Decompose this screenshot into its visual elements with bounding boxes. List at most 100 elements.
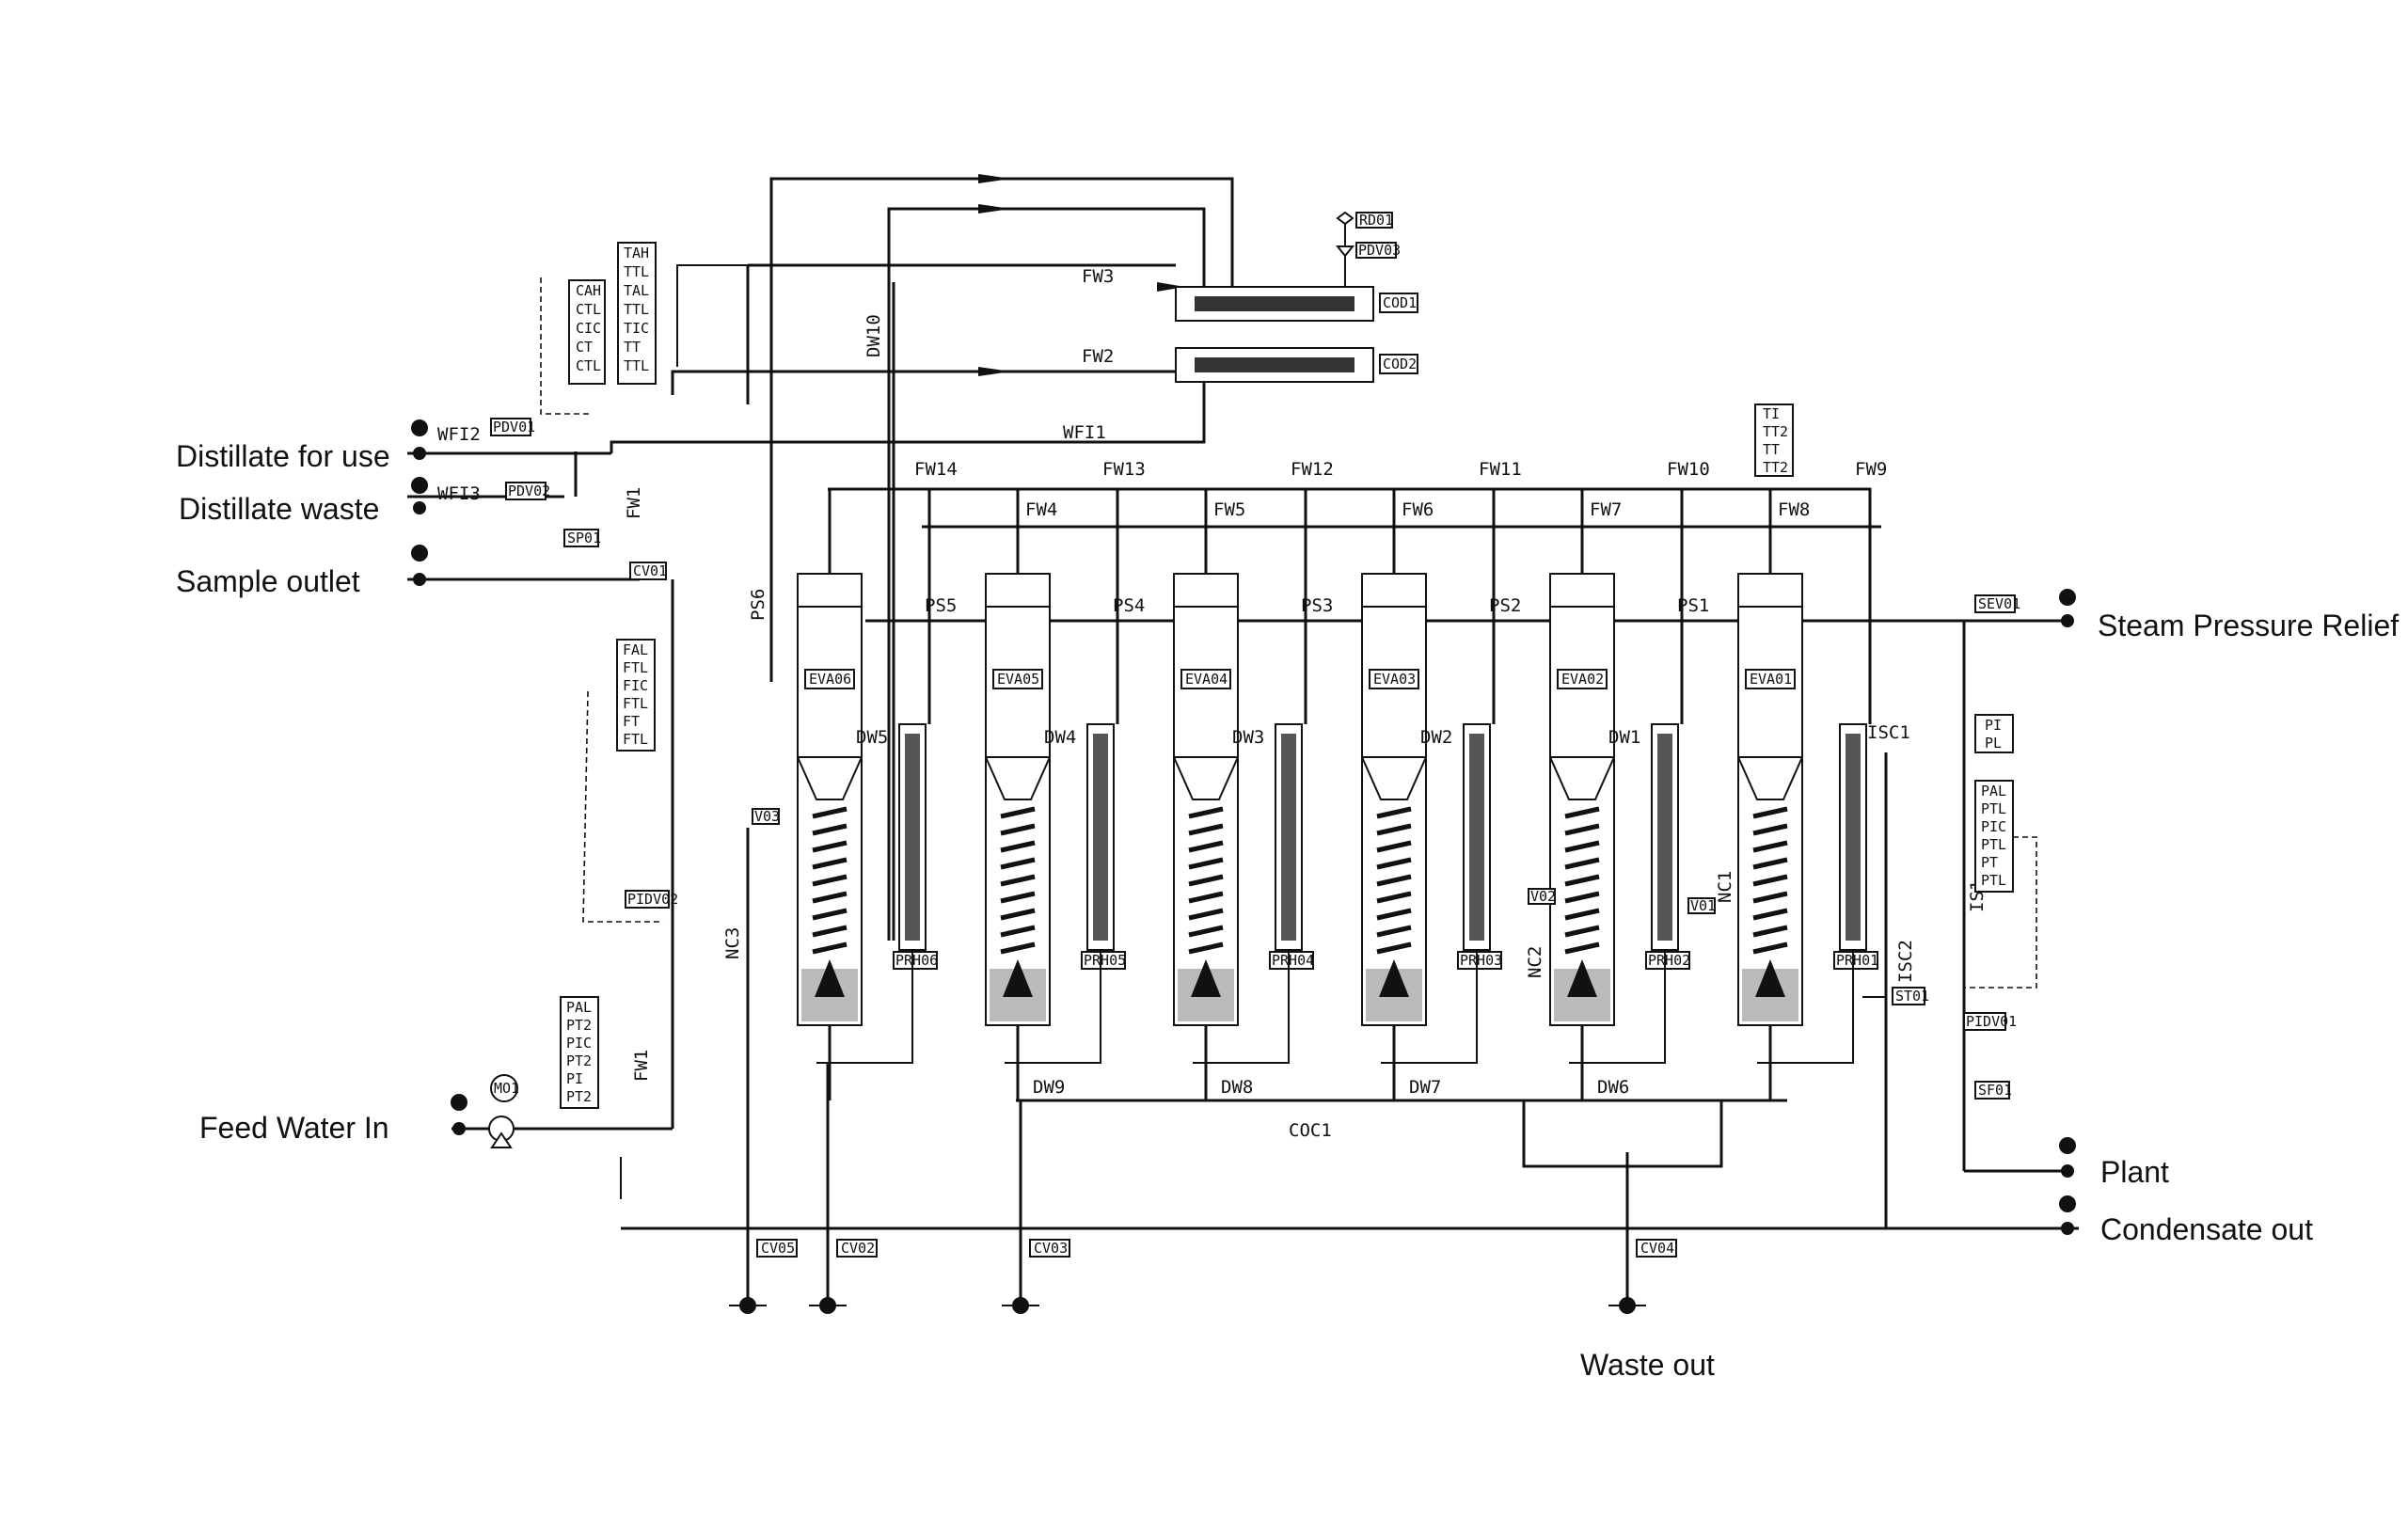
right-piping: ISC1 ISC2 IS1: [1806, 619, 2079, 1230]
stream-fw3: FW3: [1082, 266, 1114, 287]
stream-inner-fw6: FW6: [1402, 499, 1434, 520]
svg-text:PAL: PAL: [566, 999, 592, 1016]
feed-pump-icon: MO1: [488, 1074, 519, 1148]
svg-text:FTL: FTL: [623, 659, 648, 676]
stream-bottom-dw7: DW7: [1409, 1077, 1441, 1098]
tag-sp01: SP01: [567, 530, 601, 546]
label-condensate-out: Condensate out: [2100, 1212, 2313, 1246]
tag-pdv01: PDV01: [493, 419, 535, 435]
preheater-label: PRH03: [1460, 952, 1502, 969]
svg-text:TI: TI: [1763, 405, 1780, 422]
stream-top-fw10: FW10: [1667, 459, 1710, 480]
svg-text:FAL: FAL: [623, 641, 648, 658]
condenser-cod2: COD2: [1175, 347, 1418, 383]
svg-text:V03: V03: [754, 808, 780, 825]
svg-text:COD1: COD1: [1383, 294, 1417, 311]
instrument-stack-right: PAL PTL PIC PTL PT PTL: [1974, 780, 2014, 893]
wfi2-indicator: WFI2: [411, 419, 481, 460]
stream-pure-steam-ps2: PS2: [1489, 595, 1521, 616]
stream-ps6: PS6: [748, 589, 768, 621]
stream-inner-fw5: FW5: [1213, 499, 1245, 520]
stream-nc1: NC1: [1715, 871, 1735, 903]
stream-pure-steam-ps3: PS3: [1301, 595, 1333, 616]
tag-cv01: CV01: [633, 562, 667, 579]
svg-text:PI: PI: [566, 1070, 583, 1087]
right-valves: SEV01 PIDV01 SF01 ST01: [1892, 589, 2076, 1235]
svg-text:CV02: CV02: [841, 1240, 875, 1257]
svg-text:SEV01: SEV01: [1978, 595, 2020, 612]
label-distillate-waste: Distillate waste: [179, 492, 379, 526]
preheater-label: PRH06: [895, 952, 938, 969]
svg-text:CV05: CV05: [761, 1240, 795, 1257]
svg-text:PT: PT: [1981, 854, 1998, 871]
label-plant: Plant: [2100, 1155, 2169, 1189]
svg-text:TAH: TAH: [624, 245, 649, 261]
stream-pure-steam-ps5: PS5: [925, 595, 957, 616]
svg-text:PT2: PT2: [566, 1088, 592, 1105]
stream-top-fw11: FW11: [1479, 459, 1522, 480]
stream-top-fw9: FW9: [1855, 459, 1887, 480]
column-label: EVA03: [1373, 671, 1416, 688]
stream-distillate-dw5: DW5: [856, 727, 888, 748]
stream-top-fw14: FW14: [914, 459, 958, 480]
svg-text:CAH: CAH: [576, 282, 601, 299]
svg-text:PT2: PT2: [566, 1052, 592, 1069]
svg-text:CTL: CTL: [576, 301, 601, 318]
stream-top-fw13: FW13: [1102, 459, 1146, 480]
preheater-label: PRH02: [1648, 952, 1690, 969]
instrument-stack-mid-left: FAL FTL FIC FTL FT FTL: [616, 639, 656, 752]
svg-text:TTL: TTL: [624, 263, 649, 280]
stream-nc2: NC2: [1525, 946, 1545, 978]
svg-text:RD01: RD01: [1359, 212, 1393, 229]
stream-pure-steam-ps1: PS1: [1677, 595, 1709, 616]
svg-text:PTL: PTL: [1981, 872, 2006, 889]
svg-text:TT: TT: [1763, 441, 1780, 458]
svg-text:PTL: PTL: [1981, 800, 2006, 817]
stream-distillate-dw1: DW1: [1608, 727, 1640, 748]
svg-text:TTL: TTL: [624, 301, 649, 318]
stream-inner-fw4: FW4: [1025, 499, 1057, 520]
svg-text:FTL: FTL: [623, 695, 648, 712]
svg-text:PI: PI: [1985, 717, 2002, 734]
stream-bottom-dw9: DW9: [1033, 1077, 1065, 1098]
svg-text:ST01: ST01: [1895, 988, 1929, 1005]
left-piping: [407, 277, 2079, 1230]
svg-text:FTL: FTL: [623, 731, 648, 748]
stream-bottom-dw8: DW8: [1221, 1077, 1253, 1098]
svg-text:PIC: PIC: [1981, 818, 2006, 835]
label-waste-out: Waste out: [1580, 1348, 1715, 1382]
svg-text:TAL: TAL: [624, 282, 649, 299]
svg-text:CV04: CV04: [1640, 1240, 1674, 1257]
svg-text:PL: PL: [1985, 735, 2002, 752]
svg-text:CIC: CIC: [576, 320, 601, 337]
stream-distillate-dw4: DW4: [1044, 727, 1076, 748]
svg-text:WFI3: WFI3: [437, 483, 481, 504]
svg-text:CT: CT: [576, 339, 593, 356]
column-label: EVA02: [1561, 671, 1604, 688]
label-sample-outlet: Sample outlet: [176, 564, 360, 598]
stream-top-fw12: FW12: [1291, 459, 1334, 480]
sample-indicator: [411, 545, 428, 586]
preheater-label: PRH05: [1084, 952, 1126, 969]
svg-text:PT2: PT2: [566, 1017, 592, 1034]
stream-wfi1: WFI1: [1063, 422, 1106, 443]
label-feed-water-in: Feed Water In: [199, 1111, 389, 1145]
stream-isc1: ISC1: [1867, 722, 1910, 743]
svg-text:PAL: PAL: [1981, 783, 2006, 799]
svg-text:PIDV01: PIDV01: [1966, 1013, 2017, 1030]
top-loops: FW3 FW2 WFI1 DW10 PS6: [676, 174, 1234, 941]
svg-text:V02: V02: [1530, 888, 1556, 905]
svg-text:MO1: MO1: [494, 1080, 519, 1097]
condenser-cod1: COD1: [1175, 286, 1418, 322]
preheater-label: PRH04: [1272, 952, 1314, 969]
stream-inner-fw7: FW7: [1590, 499, 1622, 520]
svg-text:SF01: SF01: [1978, 1082, 2012, 1099]
